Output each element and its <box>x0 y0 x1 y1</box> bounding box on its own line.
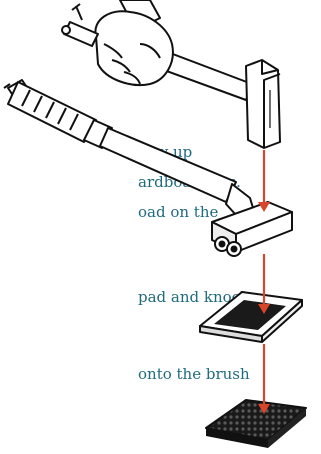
arrow-hammer-to-brush <box>258 150 270 212</box>
bristle-pad-icon <box>206 400 306 448</box>
hand-gripping-hammer <box>62 0 173 85</box>
plate-icon <box>200 292 302 342</box>
arrow-brush-to-plate <box>258 254 270 314</box>
